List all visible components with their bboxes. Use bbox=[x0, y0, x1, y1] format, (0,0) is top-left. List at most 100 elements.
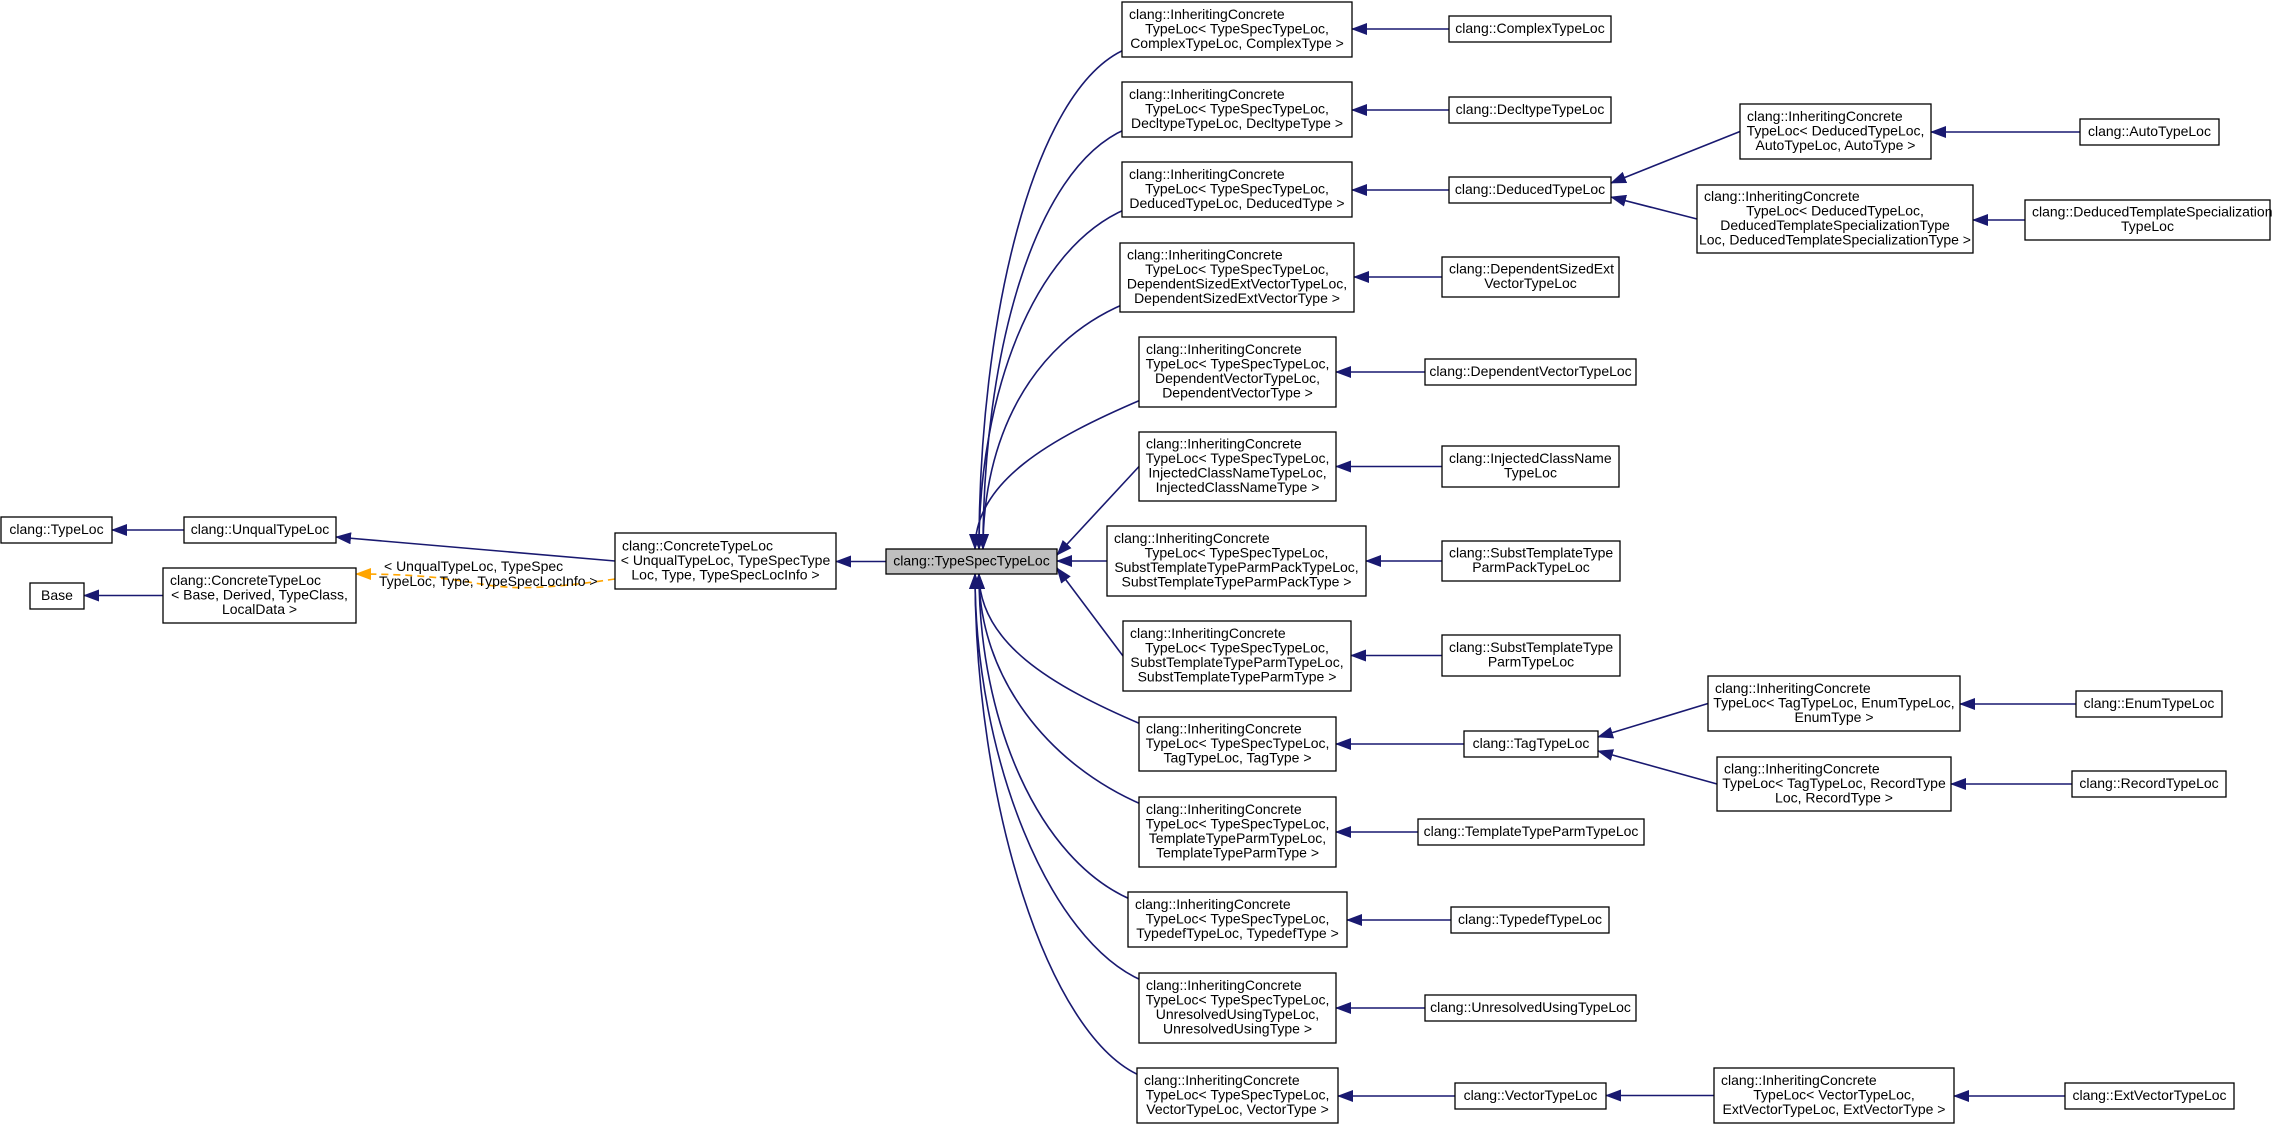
class-label-line: clang::InheritingConcrete bbox=[1129, 86, 1285, 102]
class-label-line: clang::DecltypeTypeLoc bbox=[1456, 101, 1605, 117]
class-label-line: InjectedClassNameTypeLoc, bbox=[1148, 465, 1326, 481]
class-label-line: Loc, RecordType > bbox=[1775, 789, 1893, 805]
class-box bbox=[2071, 770, 2227, 798]
class-node-vector[interactable]: clang::VectorTypeLoc bbox=[1454, 1082, 1607, 1110]
class-label-line: clang::InheritingConcrete bbox=[1146, 977, 1302, 993]
class-node-sttpp[interactable]: clang::SubstTemplateTypeParmPackTypeLoc bbox=[1441, 540, 1621, 582]
class-node-complex[interactable]: clang::ComplexTypeLoc bbox=[1448, 15, 1612, 43]
inheritance-edge-i_sttp-to-typespec bbox=[1056, 567, 1124, 657]
class-node-dsev[interactable]: clang::DependentSizedExtVectorTypeLoc bbox=[1441, 256, 1620, 298]
class-box bbox=[1138, 336, 1337, 408]
class-box bbox=[2024, 199, 2271, 241]
class-label-line: SubstTemplateTypeParmPackType > bbox=[1122, 574, 1352, 590]
class-label-line: clang::InheritingConcrete bbox=[1146, 436, 1302, 452]
class-box bbox=[1138, 716, 1337, 772]
class-box bbox=[1448, 96, 1612, 124]
inheritance-edge-i_record-to-tag bbox=[1597, 749, 1718, 785]
class-label-line: clang::DependentSizedExt bbox=[1449, 261, 1614, 277]
class-label-line: Loc, DeducedTemplateSpecializationType > bbox=[1699, 232, 1971, 248]
class-label-line: DependentVectorTypeLoc, bbox=[1155, 370, 1320, 386]
class-node-base[interactable]: Base bbox=[29, 582, 85, 610]
class-box bbox=[29, 582, 85, 610]
class-label-line: TypeLoc< TypeSpecTypeLoc, bbox=[1146, 356, 1330, 372]
class-box bbox=[1463, 730, 1599, 758]
class-box bbox=[0, 516, 113, 544]
class-box bbox=[1417, 818, 1645, 846]
inheritance-edge-i_enum-to-tag bbox=[1597, 702, 1709, 739]
class-label-line: TypeLoc< TypeSpecTypeLoc, bbox=[1145, 100, 1329, 116]
class-label-line: TypeLoc< TypeSpecTypeLoc, bbox=[1146, 992, 1330, 1008]
inheritance-edge-concunqual-to-unqual bbox=[335, 532, 616, 562]
class-label-line: TypedefTypeLoc, TypedefType > bbox=[1136, 925, 1339, 941]
class-label-line: clang::RecordTypeLoc bbox=[2079, 775, 2218, 791]
class-node-concunqual[interactable]: clang::ConcreteTypeLoc< UnqualTypeLoc, T… bbox=[614, 532, 837, 590]
class-label-line: Base bbox=[41, 587, 73, 603]
template-edge-label-line-1: < UnqualTypeLoc, TypeSpec bbox=[384, 558, 563, 574]
inheritance-edge-i_icn-to-typespec bbox=[1056, 465, 1140, 556]
class-node-icn[interactable]: clang::InjectedClassNameTypeLoc bbox=[1441, 445, 1620, 488]
class-label-line: clang::ConcreteTypeLoc bbox=[622, 537, 773, 553]
class-node-deduced[interactable]: clang::DeducedTypeLoc bbox=[1448, 176, 1612, 204]
class-label-line: clang::TemplateTypeParmTypeLoc bbox=[1424, 823, 1639, 839]
class-label-line: clang::SubstTemplateType bbox=[1449, 639, 1613, 655]
class-box bbox=[1121, 81, 1353, 138]
class-node-enum[interactable]: clang::EnumTypeLoc bbox=[2075, 690, 2223, 718]
class-box bbox=[1106, 525, 1367, 597]
class-node-typeloc[interactable]: clang::TypeLoc bbox=[0, 516, 113, 544]
class-node-dts[interactable]: clang::DeducedTemplateSpecializationType… bbox=[2024, 199, 2272, 241]
class-label-line: TypeLoc< TypeSpecTypeLoc, bbox=[1145, 545, 1329, 561]
class-node-decltype[interactable]: clang::DecltypeTypeLoc bbox=[1448, 96, 1612, 124]
class-node-typespec[interactable]: clang::TypeSpecTypeLoc bbox=[885, 548, 1058, 575]
class-node-concbase[interactable]: clang::ConcreteTypeLoc< Base, Derived, T… bbox=[162, 567, 357, 624]
inheritance-edge-i_ttp-to-typespec bbox=[973, 573, 1144, 806]
class-node-dv[interactable]: clang::DependentVectorTypeLoc bbox=[1424, 358, 1637, 386]
class-node-record[interactable]: clang::RecordTypeLoc bbox=[2071, 770, 2227, 798]
class-box bbox=[1450, 906, 1610, 934]
class-label-line: clang::InheritingConcrete bbox=[1114, 530, 1270, 546]
class-box bbox=[2075, 690, 2223, 718]
class-node-unqual[interactable]: clang::UnqualTypeLoc bbox=[183, 516, 337, 544]
class-label-line: DeducedTemplateSpecializationType bbox=[1720, 217, 1950, 233]
class-label-line: TypeLoc< TypeSpecTypeLoc, bbox=[1146, 910, 1330, 926]
class-label-line: SubstTemplateTypeParmType > bbox=[1138, 669, 1337, 685]
class-box bbox=[1121, 1, 1353, 58]
class-label-line: ParmPackTypeLoc bbox=[1472, 559, 1590, 575]
class-label-line: clang::TagTypeLoc bbox=[1473, 735, 1590, 751]
class-node-tag[interactable]: clang::TagTypeLoc bbox=[1463, 730, 1599, 758]
class-node-auto[interactable]: clang::AutoTypeLoc bbox=[2079, 118, 2220, 146]
class-label-line: Loc, Type, TypeSpecLocInfo > bbox=[631, 566, 819, 582]
class-label-line: clang::InheritingConcrete bbox=[1146, 341, 1302, 357]
class-label-line: TypeLoc< TypeSpecTypeLoc, bbox=[1145, 640, 1329, 656]
class-box bbox=[1441, 540, 1621, 582]
class-box bbox=[1716, 756, 1952, 812]
class-box bbox=[1696, 184, 1974, 254]
class-node-ttp[interactable]: clang::TemplateTypeParmTypeLoc bbox=[1417, 818, 1645, 846]
class-label-line: TypeLoc< TypeSpecTypeLoc, bbox=[1146, 816, 1330, 832]
class-node-extvector[interactable]: clang::ExtVectorTypeLoc bbox=[2064, 1082, 2235, 1110]
class-label-line: TypeLoc< VectorTypeLoc, bbox=[1753, 1086, 1915, 1102]
class-node-sttp[interactable]: clang::SubstTemplateTypeParmTypeLoc bbox=[1441, 634, 1621, 677]
class-label-line: DeducedTypeLoc, DeducedType > bbox=[1129, 195, 1344, 211]
class-node-typedef[interactable]: clang::TypedefTypeLoc bbox=[1450, 906, 1610, 934]
class-node-uu[interactable]: clang::UnresolvedUsingTypeLoc bbox=[1424, 994, 1637, 1022]
class-label-line: VectorTypeLoc bbox=[1484, 275, 1577, 291]
